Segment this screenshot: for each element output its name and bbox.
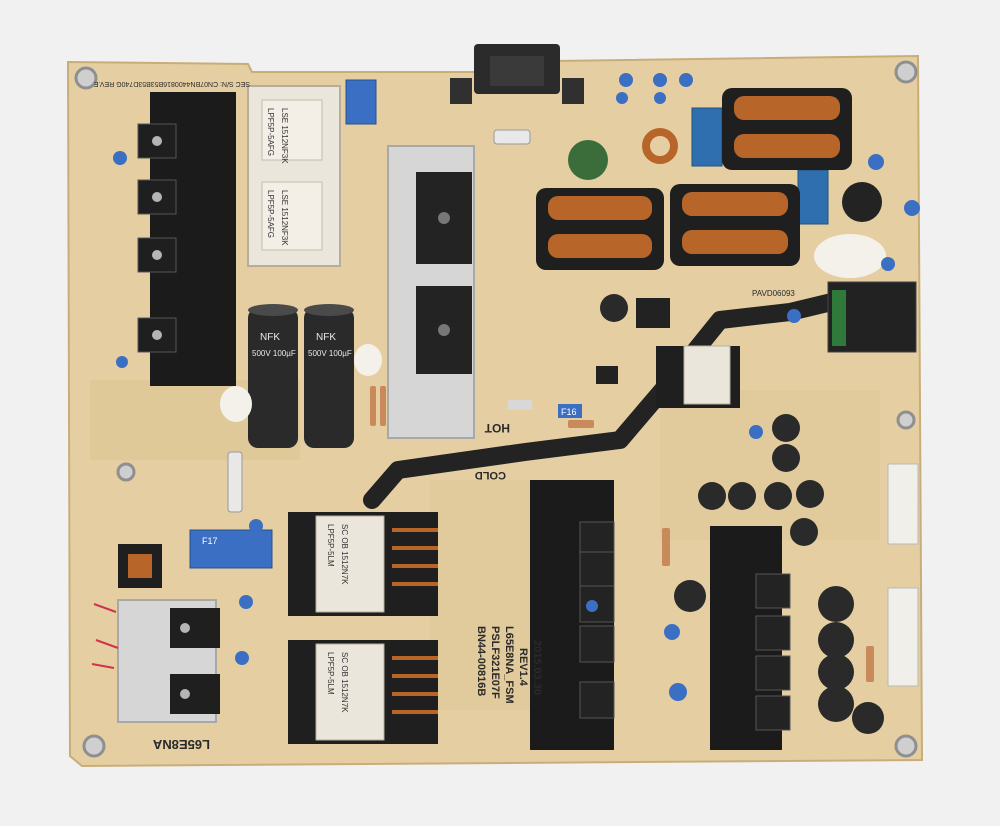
- output-connectors: [887, 463, 919, 687]
- film-cap-2: [691, 107, 723, 167]
- llc-label-2: SC OB 1512N7K: [340, 524, 349, 585]
- lower-left-block: [117, 544, 220, 723]
- glue-blob: [814, 234, 886, 278]
- film-cap-3: [797, 169, 829, 225]
- revision: REV1.4: [517, 648, 529, 687]
- film-capacitors: [189, 79, 829, 569]
- pfc-label-4: LSE 1512NF3K: [280, 190, 289, 246]
- pfc-transformers: LPF5P-5AFG LSE 1512NF3K LPF5P-5AFG LSE 1…: [247, 85, 341, 267]
- silk-region-2: [660, 390, 880, 540]
- mounting-hole-bl: [82, 734, 106, 758]
- output-capacitors: [600, 294, 884, 734]
- mounting-hole-tl: [74, 66, 98, 90]
- llc-label-1: LPF5P-5LM: [326, 524, 335, 567]
- hot-label: HOT: [484, 421, 510, 435]
- llc-label-4: SC OB 1512N7K: [340, 652, 349, 713]
- mounting-hole-mid-r: [896, 410, 916, 430]
- board-name: L65E8NA_FSM: [503, 626, 515, 704]
- fuse-vertical: [227, 451, 243, 513]
- cold-label: COLD: [475, 469, 506, 481]
- pfc-label-2: LSE 1512NF3K: [280, 108, 289, 164]
- mounting-hole-tr: [894, 60, 918, 84]
- chokes: [536, 88, 852, 270]
- resistors: [370, 386, 874, 682]
- corner-model: L65E8NA: [152, 737, 210, 752]
- isolation-trace: [363, 291, 849, 509]
- connector-1: [887, 463, 919, 545]
- output-heatsinks: [530, 480, 791, 750]
- serial-number: SEC S/N: CN07BN4400816B53B53D740G REV.E: [94, 80, 250, 87]
- bulk-capacitors: NFK 500V 100µF NFK 500V 100µF: [248, 304, 354, 448]
- glue-mid: [354, 344, 382, 376]
- mounting-hole-br: [894, 734, 918, 758]
- left-heatsink: [137, 92, 236, 386]
- mounting-holes: [74, 60, 918, 758]
- model-number: BN44-00816B: [475, 626, 487, 696]
- ac-input-connector: [450, 44, 584, 104]
- fuse-f16: [558, 404, 582, 418]
- date-code: 2015.03.30: [531, 640, 543, 695]
- fuses: F16 F17: [202, 129, 582, 546]
- fuse-main: [493, 129, 531, 145]
- glue-left: [220, 386, 252, 422]
- llc-transformers: LPF5P-5LM SC OB 1512N7K LPF5P-5LM SC OB …: [288, 512, 438, 744]
- cap-1-rating: 500V 100µF: [252, 349, 296, 358]
- small-toroid: [642, 128, 678, 164]
- ic-small: [596, 366, 618, 384]
- ceramic-caps: [113, 73, 920, 701]
- varistor: [568, 140, 608, 180]
- pfc-label-3: LPF5P-5AFG: [266, 190, 275, 238]
- fuse-f16-label: F16: [561, 407, 577, 417]
- fuse-f17-label: F17: [202, 536, 218, 546]
- ntc-disc: [842, 182, 882, 222]
- part-number: PSLF321E07F: [489, 626, 501, 699]
- cap-2-brand: NFK: [316, 332, 336, 343]
- film-cap-4: [189, 529, 273, 569]
- film-cap-1: [345, 79, 377, 125]
- mounting-hole-mid-l: [116, 462, 136, 482]
- standby-transformer: [656, 345, 740, 408]
- aluminum-heatsink: [387, 145, 475, 439]
- red-marker: [91, 603, 119, 669]
- to220-right: [636, 298, 670, 328]
- silk-region-3: [430, 480, 540, 710]
- cap-1-brand: NFK: [260, 332, 280, 343]
- pfc-label-1: LPF5P-5AFG: [266, 108, 275, 156]
- cap-2-rating: 500V 100µF: [308, 349, 352, 358]
- small-tag: PAVD06093: [752, 289, 795, 298]
- connector-2: [887, 587, 919, 687]
- llc-label-3: LPF5P-5LM: [326, 652, 335, 695]
